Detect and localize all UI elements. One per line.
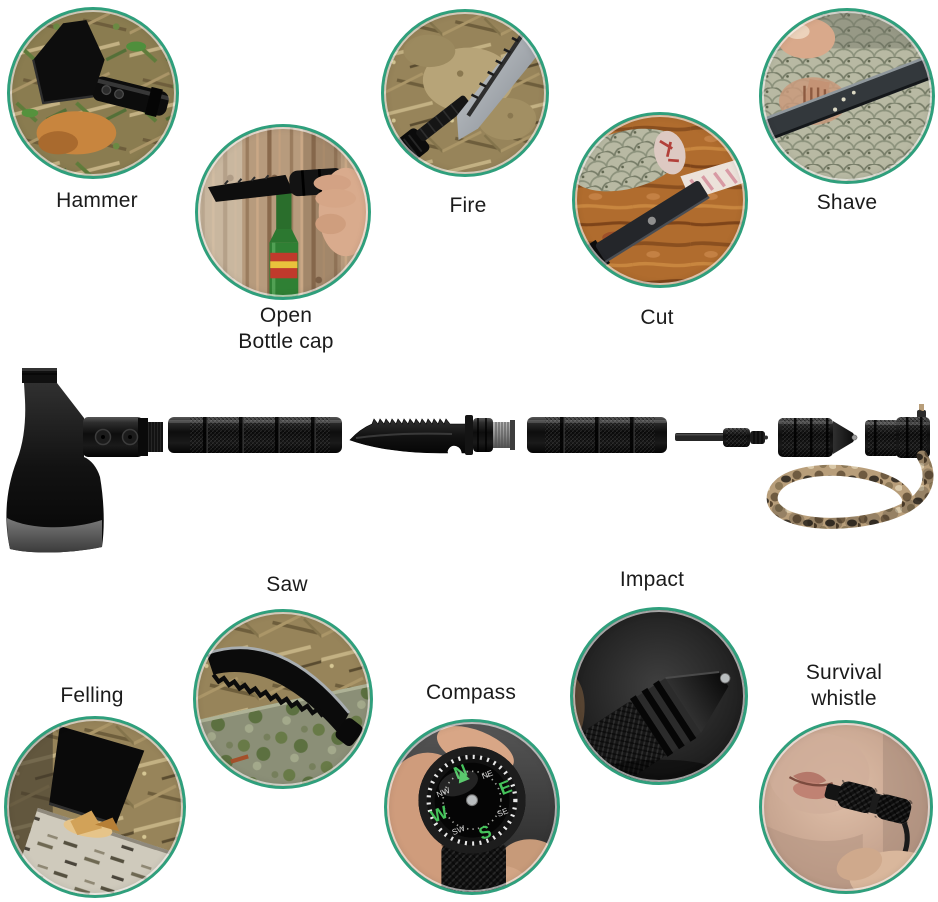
saw-photo bbox=[193, 609, 373, 789]
handle-segment-1 bbox=[168, 417, 342, 453]
open-bottle-photo bbox=[195, 124, 371, 300]
paracord-lanyard bbox=[766, 450, 934, 529]
hammer-photo bbox=[7, 7, 179, 179]
birch-log-icon bbox=[14, 807, 183, 895]
handle-segment-2 bbox=[527, 417, 667, 453]
fire-label: Fire bbox=[449, 194, 487, 217]
fire-photo-illustration bbox=[384, 12, 546, 174]
open-bottle-photo-illustration bbox=[198, 127, 368, 297]
felling-photo-illustration bbox=[7, 719, 183, 895]
cut-photo bbox=[572, 112, 748, 288]
compass-label: Compass bbox=[425, 681, 517, 704]
whistle-icon bbox=[824, 779, 914, 871]
impact-label: Impact bbox=[619, 568, 685, 591]
hammer-photo-illustration bbox=[10, 10, 176, 176]
bottle-icon bbox=[269, 183, 299, 297]
axe-blade-chopping-icon bbox=[48, 726, 145, 838]
fire-photo bbox=[381, 9, 549, 177]
whistle-cap bbox=[865, 404, 930, 458]
felling-label: Felling bbox=[60, 684, 124, 707]
impact-tip-icon bbox=[576, 670, 731, 782]
cut-label: Cut bbox=[640, 306, 674, 329]
saw-photo-illustration bbox=[196, 612, 370, 786]
felling-photo bbox=[4, 716, 186, 898]
open-bottle-label: Open Bottle cap bbox=[238, 304, 334, 353]
survival-whistle-photo-illustration bbox=[762, 723, 930, 891]
glass-breaker-cone bbox=[833, 421, 855, 454]
survival-whistle-photo bbox=[759, 720, 933, 894]
impact-cap bbox=[778, 418, 858, 457]
shave-photo-illustration bbox=[762, 11, 932, 181]
dial-w: W bbox=[428, 802, 451, 827]
survival-whistle-label: Survival whistle bbox=[805, 661, 883, 710]
thumb-icon bbox=[777, 17, 836, 59]
compass-photo-illustration: N E S W NE SE SW NW bbox=[387, 722, 557, 892]
impact-photo-illustration bbox=[573, 610, 745, 782]
fish-icon bbox=[575, 128, 686, 192]
axe-cutting-edge bbox=[7, 518, 102, 553]
ferro-rod bbox=[675, 428, 768, 447]
compass-photo: N E S W NE SE SW NW bbox=[384, 719, 560, 895]
survival-axe-illustration bbox=[6, 368, 934, 553]
knife-cutting-icon bbox=[575, 180, 710, 278]
dial-n: N bbox=[451, 760, 470, 783]
shave-label: Shave bbox=[816, 191, 878, 214]
axe-head bbox=[6, 368, 163, 553]
cut-photo-illustration bbox=[575, 115, 745, 285]
blade-scaling-fish-icon bbox=[762, 53, 932, 144]
shave-photo bbox=[759, 8, 935, 184]
compass-dial-icon: N E S W NE SE SW NW bbox=[418, 746, 526, 854]
impact-photo bbox=[570, 607, 748, 785]
ferro-rod-and-knife-icon bbox=[390, 27, 542, 167]
axe-collar bbox=[83, 417, 143, 457]
dial-se: SE bbox=[496, 806, 510, 819]
saw-blade-icon bbox=[205, 646, 363, 746]
dial-ne: NE bbox=[480, 768, 494, 781]
hammer-label: Hammer bbox=[56, 189, 138, 212]
axe-in-grass-icon bbox=[32, 19, 170, 118]
saw-label: Saw bbox=[266, 573, 308, 596]
knife-section bbox=[349, 415, 515, 455]
